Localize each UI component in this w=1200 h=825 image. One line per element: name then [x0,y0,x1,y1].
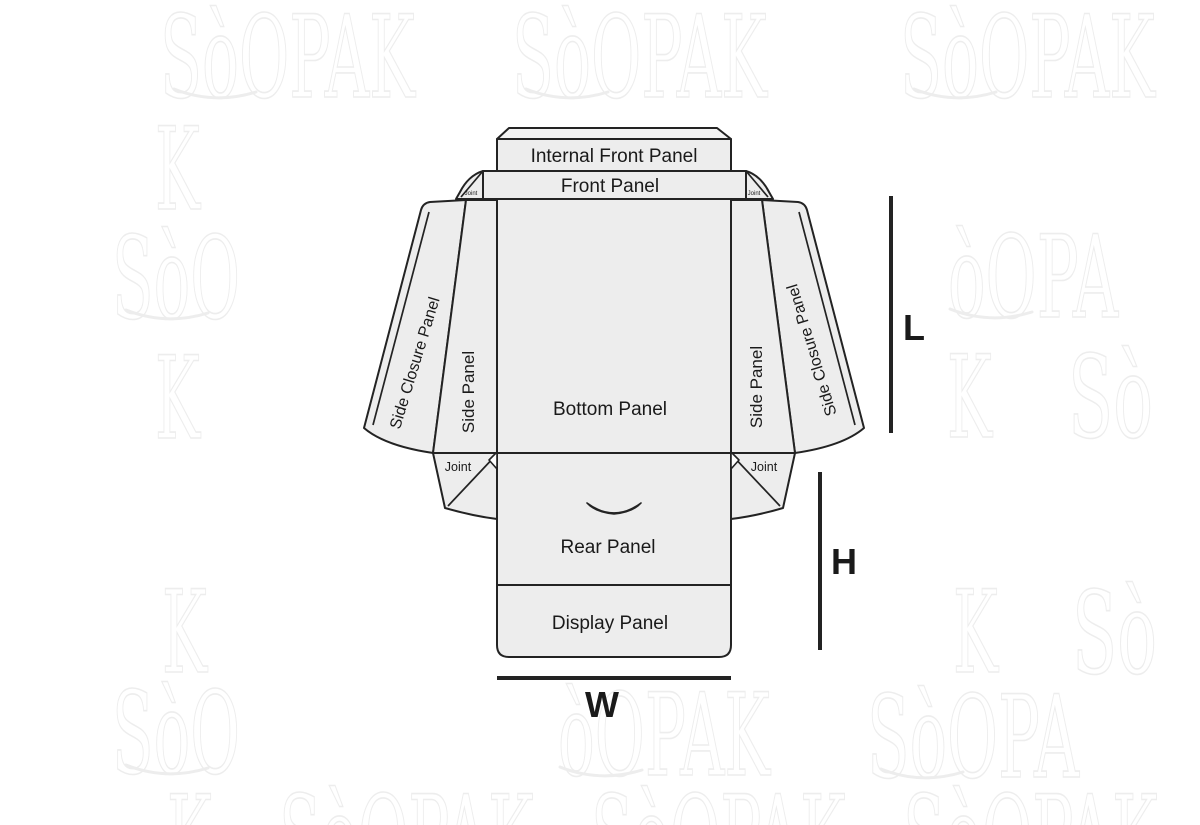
joint-flap-bottom-left-label: Joint [445,460,472,474]
edge-notch-right [730,451,740,470]
watermark-tile: SòOPAK [511,0,769,125]
watermark-tile: Sò [1067,330,1154,465]
watermark-tile: SòOPAK [159,0,417,125]
watermark-tile: SòOPAK [899,0,1157,125]
watermark-tile: SòOPAK [590,770,848,825]
joint-flap-bottom-right-label: Joint [751,460,778,474]
svg-text:SòOPAK: SòOPAK [512,0,768,124]
watermark-tile: SòO [111,211,241,346]
bottom-panel-label: Bottom Panel [553,399,667,420]
svg-text:SòOPAK: SòOPAK [903,771,1159,825]
watermark-tile: òOPAK [557,668,772,803]
watermark-tile: òOPA [947,210,1120,345]
svg-text:K: K [155,332,201,465]
watermark-tile: SòO [111,666,241,801]
dimension-line-W [497,676,731,680]
watermark-tile: K [946,330,994,465]
svg-text:SòOPAK: SòOPAK [279,771,535,825]
watermark-tile: K [166,770,214,825]
svg-text:òOPAK: òOPAK [558,669,771,802]
svg-text:Sò: Sò [1072,567,1157,700]
joint-flap-crease-bottom-right [730,453,781,507]
dimension-label-L: L [903,307,925,348]
svg-text:K: K [162,566,208,699]
svg-text:SòO: SòO [112,212,240,345]
internal-front-panel-label: Internal Front Panel [531,146,698,167]
svg-text:K: K [947,331,993,464]
dimension-line-H [818,472,822,650]
watermark-tile: K [952,565,1000,700]
dimension-line-L [889,196,893,433]
svg-text:SòOPAK: SòOPAK [591,771,847,825]
bottom-panel [496,198,732,454]
watermark-tile: Sò [1071,566,1158,701]
svg-text:SòO: SòO [112,667,240,800]
watermark-tile: K [154,102,202,237]
internal-front-panel [496,138,732,172]
watermark-tile: SòOPAK [278,770,536,825]
joint-tab-crease-top-left [460,170,484,198]
watermark-tile: SòOPA [866,670,1081,805]
side-panel-left-label: Side Panel [459,351,478,433]
display-panel [496,584,732,658]
display-panel-label: Display Panel [552,613,668,634]
joint-flap-crease-bottom-left [447,453,498,507]
side-panel-right-label: Side Panel [747,346,766,428]
top-face [496,127,732,140]
watermark-tile: K [161,565,209,700]
watermark-tile: K [154,331,202,466]
thumb-notch [586,502,642,515]
joint-tab-top-right-label: Joint [748,191,761,197]
rear-panel [496,452,732,586]
svg-text:Sò: Sò [1068,331,1153,464]
watermark-tile: SòOPAK [902,770,1160,825]
svg-text:SòOPAK: SòOPAK [160,0,416,124]
svg-text:K: K [167,771,213,825]
dimension-label-H: H [831,541,857,582]
svg-text:K: K [155,103,201,236]
svg-text:òOPA: òOPA [948,211,1119,344]
svg-text:K: K [953,566,999,699]
joint-tab-top-left-label: Joint [465,191,478,197]
side-closure-crease-left [372,211,430,426]
joint-tab-crease-top-right [745,170,769,198]
svg-text:SòOPAK: SòOPAK [900,0,1156,124]
dimension-label-W: W [585,684,619,725]
rear-panel-label: Rear Panel [560,537,655,558]
edge-notch-left [488,451,498,470]
front-panel-label: Front Panel [561,176,659,197]
svg-text:SòOPA: SòOPA [867,671,1080,804]
side-closure-crease-right [798,211,856,426]
